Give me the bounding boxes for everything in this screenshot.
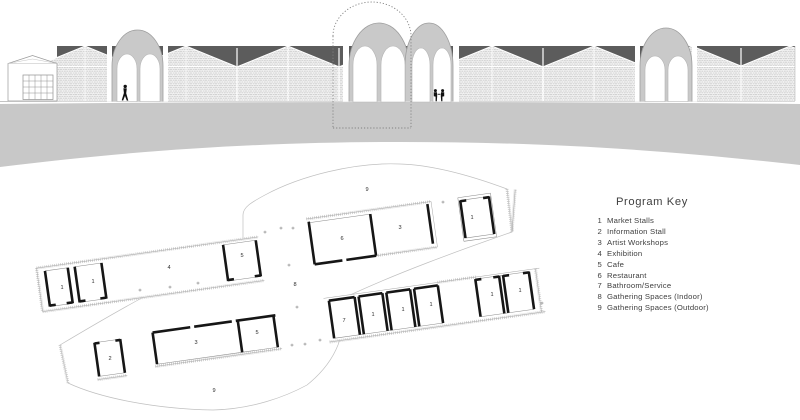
legend-item-label: Exhibition: [607, 248, 643, 258]
legend-item-number: 3: [597, 237, 602, 247]
room-label: 5: [240, 253, 243, 259]
legend-title: Program Key: [616, 196, 688, 208]
legend-item-number: 5: [597, 259, 602, 269]
room-label: 1: [401, 307, 404, 313]
arch-opening: [667, 55, 689, 102]
legend-item-number: 4: [597, 248, 602, 258]
warehouse-door-grid: [22, 74, 54, 100]
legend-item: 7 Bathroom/Service: [593, 281, 798, 292]
legend-item: 8 Gathering Spaces (Indoor): [593, 292, 798, 303]
legend-item-label: Gathering Spaces (Indoor): [607, 292, 703, 302]
plan-block-market-band-south: [323, 267, 546, 344]
legend-item: 6 Restaurant: [593, 271, 798, 282]
plan-buildings: [34, 189, 546, 382]
room-label: 1: [429, 302, 432, 308]
room-label: 1: [371, 312, 374, 318]
legend-item-label: Market Stalls: [607, 216, 655, 225]
arch-opening: [139, 53, 161, 102]
legend-item: 3 Artist Workshops: [593, 238, 798, 249]
program-key-legend: Program Key 1 Market Stalls 2 Informatio…: [593, 196, 798, 314]
legend-item: 9 Gathering Spaces (Outdoor): [593, 303, 798, 314]
plan-block-market-stall-north: [457, 189, 517, 242]
legend-item-label: Information Stall: [607, 226, 666, 236]
plan-block-restaurant-workshops: [306, 200, 438, 266]
room-label: 8: [293, 282, 296, 288]
room-label: 1: [470, 215, 473, 221]
plan-block-exhibition-band: [34, 235, 265, 314]
legend-item: 4 Exhibition: [593, 249, 798, 260]
left-warehouse-building: [7, 55, 58, 102]
room-label: 1: [518, 288, 521, 294]
legend-item-number: 2: [597, 226, 602, 236]
arch-opening: [432, 47, 452, 103]
legend-item-label: Restaurant: [607, 270, 647, 280]
legend-item-number: 8: [597, 292, 602, 302]
room-label: 9: [365, 187, 368, 193]
legend-item-label: Gathering Spaces (Outdoor): [607, 303, 709, 313]
room-label: 6: [340, 236, 343, 242]
legend-item-label: Bathroom/Service: [607, 281, 672, 291]
room-label: 2: [108, 356, 111, 362]
arch-opening: [352, 45, 378, 103]
room-label: 1: [490, 292, 493, 298]
dome-center-pair: [348, 22, 454, 103]
seated-people-figure: [433, 89, 445, 102]
legend-item-number: 1: [597, 216, 602, 225]
legend-item-number: 6: [597, 270, 602, 280]
arch-opening: [116, 53, 138, 102]
dome-left: [111, 29, 164, 102]
plan-block-workshop-cafe: [150, 313, 283, 368]
legend-item: 5 Cafe: [593, 260, 798, 271]
legend-item-number: 9: [597, 303, 602, 313]
room-label: 3: [398, 225, 401, 231]
room-label: 1: [60, 285, 63, 291]
floor-plan-drawing: 1 1 4 5 6 3 1 9 8 2 3 5 7 1 1 1 1 1 9: [34, 163, 546, 411]
arch-opening: [411, 47, 431, 103]
legend-item: 2 Information Stall: [593, 227, 798, 238]
legend-item: 1 Market Stalls: [593, 216, 798, 227]
room-label: 9: [212, 388, 215, 394]
legend-item-label: Cafe: [607, 259, 625, 269]
room-label: 4: [167, 265, 170, 271]
ground-mass: [0, 102, 800, 167]
room-label: 1: [91, 279, 94, 285]
legend-item-label: Artist Workshops: [607, 237, 669, 247]
arch-opening: [644, 55, 666, 102]
room-label: 7: [342, 318, 345, 324]
room-label: 5: [255, 330, 258, 336]
room-label: 3: [194, 340, 197, 346]
column-dots: [138, 200, 544, 347]
arch-opening: [380, 45, 406, 103]
elevation-drawing: [0, 1, 800, 167]
legend-item-number: 7: [597, 281, 602, 291]
dome-right: [639, 27, 693, 102]
person-walking-figure: [121, 84, 129, 101]
room-number-labels: 1 1 4 5 6 3 1 9 8 2 3 5 7 1 1 1 1 1 9: [60, 187, 521, 394]
dome-bay-gaps: [107, 44, 697, 102]
plan-block-information-stall: [92, 335, 128, 382]
